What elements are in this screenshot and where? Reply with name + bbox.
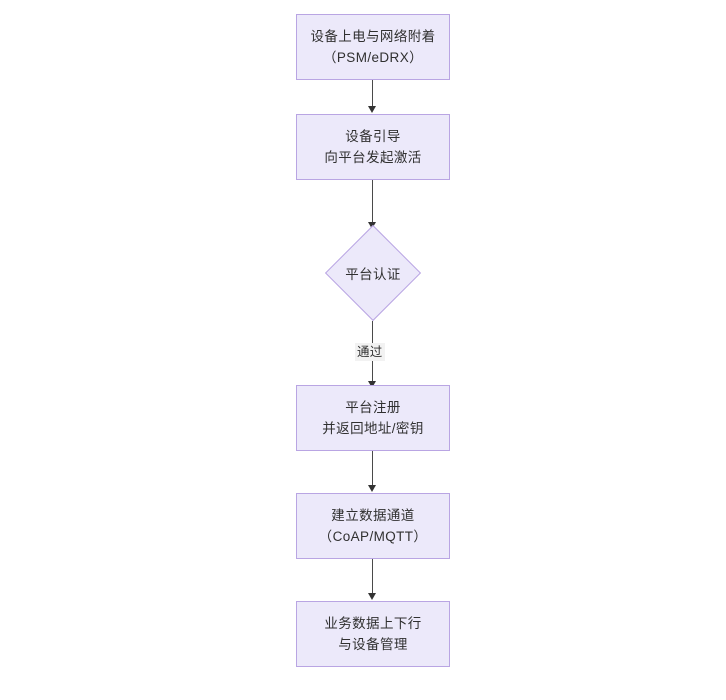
flow-edge-label-pass: 通过 — [355, 343, 385, 361]
flow-node-line1: 建立数据通道 — [331, 508, 415, 523]
flow-node-data-channel[interactable]: 建立数据通道 （CoAP/MQTT） — [296, 493, 450, 559]
arrow-head-icon — [368, 485, 376, 492]
flow-edge-n1-n2 — [372, 80, 373, 108]
flow-node-line1: 平台注册 — [345, 400, 401, 415]
arrow-head-icon — [368, 593, 376, 600]
flow-node-business-data[interactable]: 业务数据上下行 与设备管理 — [296, 601, 450, 667]
arrow-head-icon — [368, 381, 376, 388]
flow-node-platform-register[interactable]: 平台注册 并返回地址/密钥 — [296, 385, 450, 451]
flow-node-line1: 设备引导 — [345, 129, 401, 144]
flow-node-device-bootstrap[interactable]: 设备引导 向平台发起激活 — [296, 114, 450, 180]
flow-node-platform-auth-decision[interactable]: 平台认证 — [324, 224, 422, 322]
flow-edge-n5-n6 — [372, 559, 373, 595]
flow-node-line2: 向平台发起激活 — [324, 150, 422, 165]
flow-node-line2: （CoAP/MQTT） — [318, 529, 428, 544]
flow-node-line1: 设备上电与网络附着 — [310, 29, 436, 44]
flow-node-line2: 与设备管理 — [338, 637, 408, 652]
flow-node-line2: 并返回地址/密钥 — [322, 421, 424, 436]
flow-edge-n4-n5 — [372, 451, 373, 487]
flow-node-device-power-on[interactable]: 设备上电与网络附着 （PSM/eDRX） — [296, 14, 450, 80]
flow-node-line1: 业务数据上下行 — [324, 616, 422, 631]
flow-node-line1: 平台认证 — [345, 267, 401, 282]
flow-edge-n2-n3 — [372, 180, 373, 224]
flow-node-line2: （PSM/eDRX） — [322, 50, 424, 65]
arrow-head-icon — [368, 106, 376, 113]
